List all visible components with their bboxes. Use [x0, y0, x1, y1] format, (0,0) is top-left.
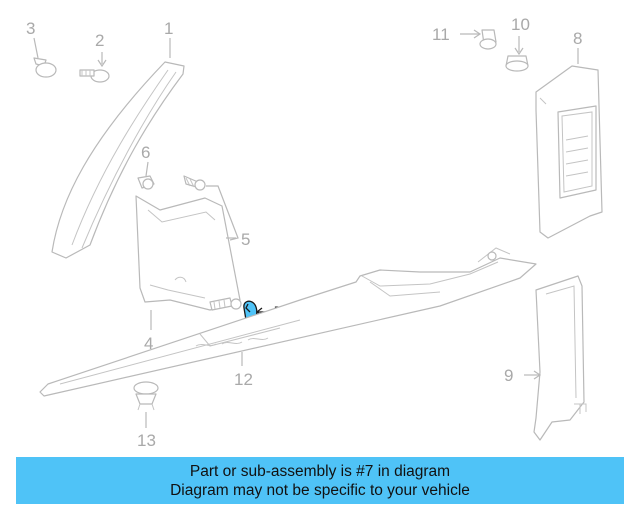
part-7-adjacent-screw — [209, 297, 242, 311]
callout-5: 5 — [241, 230, 250, 249]
part-13-push-clip: 13 — [133, 381, 159, 450]
callout-1: 1 — [164, 19, 173, 38]
parts-diagram: 1 2 3 6 4 — [26, 15, 603, 450]
part-5-screw — [183, 175, 206, 191]
callout-11: 11 — [432, 25, 450, 44]
banner-line-part: Part or sub-assembly is #7 in diagram — [189, 462, 451, 480]
part-5-bracket: 5 — [206, 185, 250, 249]
info-banner: Part or sub-assembly is #7 in diagram Di… — [16, 457, 624, 504]
banner-line-disclaimer: Diagram may not be specific to your vehi… — [170, 481, 470, 499]
callout-6: 6 — [141, 143, 150, 162]
part-3-clip: 3 — [26, 19, 57, 78]
part-2-screw: 2 — [79, 31, 110, 83]
part-12-sill-plate: 12 — [39, 247, 537, 397]
part-11-clip: 11 — [432, 25, 497, 50]
part-9-b-pillar-lower-trim: 9 — [504, 275, 587, 441]
callout-8: 8 — [573, 29, 582, 48]
part-6-screw: 6 — [137, 143, 155, 190]
part-8-b-pillar-upper-trim: 8 — [535, 29, 603, 239]
callout-2: 2 — [95, 31, 104, 50]
callout-4: 4 — [144, 334, 153, 353]
part-10-screw: 10 — [505, 15, 530, 72]
callout-10: 10 — [511, 15, 530, 34]
callout-9: 9 — [504, 366, 513, 385]
callout-12: 12 — [234, 370, 253, 389]
callout-13: 13 — [137, 431, 156, 450]
part-1-a-pillar-trim: 1 — [51, 19, 185, 259]
callout-3: 3 — [26, 19, 35, 38]
